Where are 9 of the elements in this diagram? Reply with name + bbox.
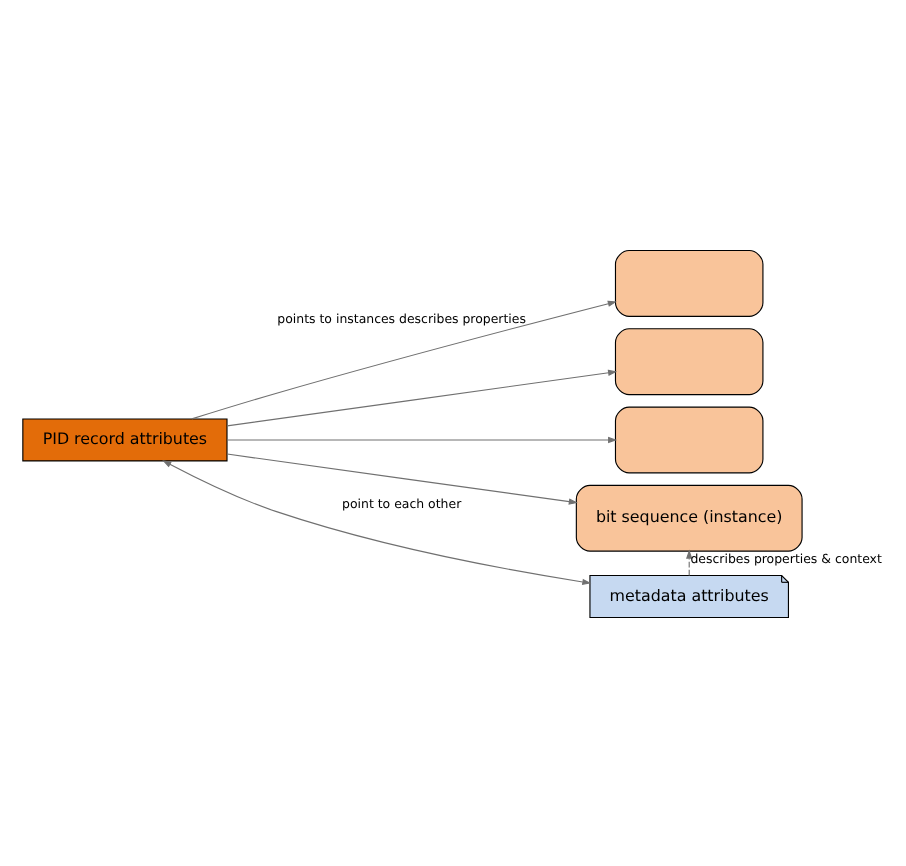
node-box xyxy=(614,248,764,316)
arrow xyxy=(226,435,618,443)
arrow xyxy=(226,452,578,504)
arrow xyxy=(162,459,592,585)
arrow xyxy=(686,548,693,575)
node-box xyxy=(614,327,764,395)
arrow xyxy=(191,299,617,419)
arrow xyxy=(226,368,618,426)
node-box xyxy=(614,405,764,473)
